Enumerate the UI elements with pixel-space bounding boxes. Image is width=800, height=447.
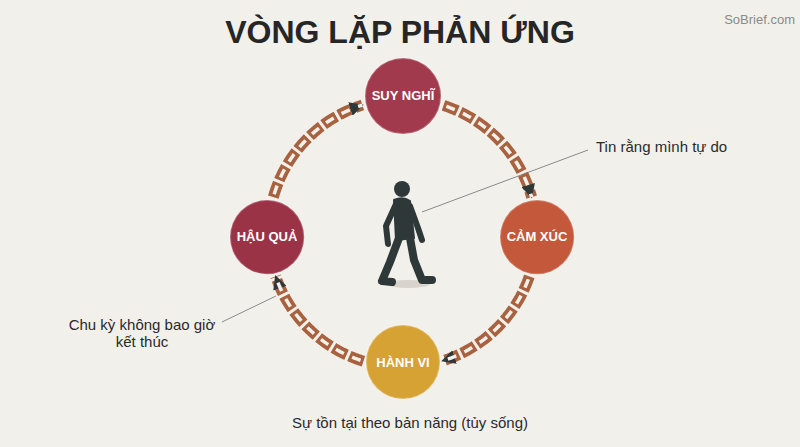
chain-connector: [443, 276, 530, 360]
step-label: HÀNH VI: [376, 355, 429, 370]
circle-fill: [365, 58, 441, 134]
step-label: CẢM XÚC: [507, 229, 568, 244]
circle-fill: [366, 325, 440, 399]
callout-note: Tin rằng mình tự do: [596, 138, 786, 155]
chain-link-hole: [443, 276, 530, 360]
step-circle: SUY NGHĨ: [364, 57, 442, 135]
chain-connector: [276, 276, 364, 361]
chain-link-group: [443, 276, 530, 360]
title: VÒNG LẶP PHẢN ỨNG: [0, 14, 800, 51]
callout-note: Chu kỳ không bao giờ kết thúc: [62, 316, 222, 350]
leader-line: [222, 296, 276, 322]
chain-connector: [443, 105, 531, 197]
step-circle: HẬU QUẢ: [229, 199, 305, 275]
circle-fill: [500, 200, 574, 274]
leader-line: [422, 150, 588, 212]
caption-note: Sự tồn tại theo bản năng (tủy sống): [150, 414, 670, 431]
step-circle: CẢM XÚC: [499, 199, 575, 275]
step-label: SUY NGHĨ: [372, 88, 435, 103]
watermark: SoBrief.com: [700, 12, 795, 27]
walking-person: [382, 181, 432, 288]
chain-link-hole: [276, 276, 364, 361]
chain-connector: [273, 105, 362, 197]
chain-link-group: [273, 105, 362, 197]
chain-link-group: [276, 276, 364, 361]
chain-link-group: [443, 105, 531, 197]
circle-fill: [230, 200, 304, 274]
step-circle: HÀNH VI: [365, 324, 441, 400]
chain-link-hole: [443, 105, 531, 197]
chain-link-hole: [273, 105, 362, 197]
step-label: HẬU QUẢ: [237, 229, 298, 244]
